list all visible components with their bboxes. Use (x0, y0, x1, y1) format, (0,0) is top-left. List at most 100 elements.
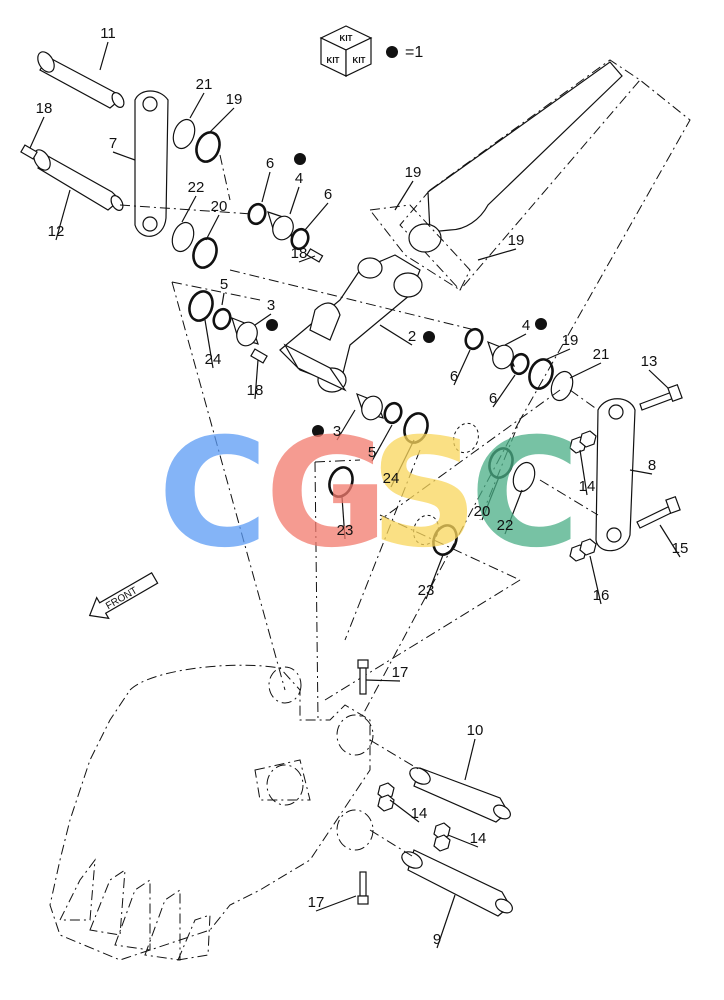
pin-12 (33, 149, 124, 211)
callout-4: 4 (522, 317, 530, 334)
bolt-13 (639, 383, 683, 411)
leader-line (209, 107, 235, 133)
callout-23: 23 (418, 582, 435, 599)
leader-line (189, 92, 205, 119)
leader-line (589, 555, 602, 605)
leader-line (254, 313, 272, 326)
leader-line (390, 439, 415, 488)
leader-line (371, 424, 393, 462)
leader-line (464, 738, 476, 781)
washer-21b (550, 370, 574, 402)
callout-21: 21 (196, 76, 213, 93)
leader-line (112, 151, 136, 161)
leader-line (221, 292, 225, 306)
callout-2: 2 (408, 328, 416, 345)
leader-line (55, 189, 71, 241)
callout-3: 3 (267, 297, 275, 314)
callout-14: 14 (411, 805, 428, 822)
leader-line (341, 496, 346, 540)
callout-15: 15 (672, 540, 689, 557)
leader-line (579, 449, 588, 496)
callout-23: 23 (337, 522, 354, 539)
callout-3: 3 (333, 423, 341, 440)
leader-line (492, 374, 516, 408)
kit-legend: KIT KIT KIT =1 (319, 25, 423, 77)
kit-bullet-3b (312, 425, 324, 437)
bore-hint-a (453, 422, 479, 454)
kit-bullet-icon (386, 46, 398, 58)
leader-line (205, 214, 220, 241)
callout-18: 18 (291, 245, 308, 262)
leader-line (336, 409, 356, 441)
leader-line (254, 359, 259, 400)
leader-line (394, 180, 414, 211)
leader-line (365, 679, 401, 682)
watermark-letter-c1: C (158, 407, 268, 581)
bushing-3a (231, 316, 259, 347)
bolt-17-bottom (357, 871, 369, 905)
callout-6: 6 (489, 390, 497, 407)
leader-line (453, 349, 471, 386)
oring-23b (432, 524, 458, 556)
nuts-16 (569, 538, 597, 562)
bushing-4b (487, 340, 515, 370)
leader-line (659, 524, 681, 558)
callout-7: 7 (109, 135, 117, 152)
arm-outline (369, 59, 691, 521)
callout-19: 19 (508, 232, 525, 249)
leader-line (29, 116, 45, 149)
leader-line (504, 333, 527, 346)
leader-line (544, 348, 571, 361)
front-arrow-text: FRONT (104, 585, 139, 612)
leader-line (504, 489, 523, 535)
oring-19 (195, 131, 221, 163)
callout-22: 22 (188, 179, 205, 196)
shim-5a (212, 307, 232, 331)
washer-21 (172, 118, 196, 150)
kit-top-text: KIT (340, 34, 353, 43)
callout-17: 17 (392, 664, 409, 681)
callout-6: 6 (266, 155, 274, 172)
leader-line (569, 362, 602, 379)
pin-10 (409, 767, 511, 823)
leader-line (204, 319, 214, 369)
watermark: C G S C (158, 407, 580, 581)
shim-6d (510, 352, 530, 376)
kit-bullet-2 (423, 331, 435, 343)
callout-18: 18 (36, 100, 53, 117)
grease-fitting-icon (20, 144, 38, 160)
callout-14: 14 (470, 830, 487, 847)
leader-line (315, 895, 357, 912)
bushing-4 (267, 211, 294, 241)
leader-line (481, 476, 500, 521)
callout-5: 5 (220, 276, 228, 293)
leader-line (436, 894, 456, 949)
leader-line (629, 469, 653, 475)
oring-23a (328, 466, 354, 498)
callout-19: 19 (562, 332, 579, 349)
callout-6: 6 (450, 368, 458, 385)
callout-21: 21 (593, 346, 610, 363)
callout-19: 19 (226, 91, 243, 108)
front-arrow-icon: FRONT (88, 571, 159, 620)
watermark-letter-g: G (265, 407, 388, 581)
link-8 (595, 398, 636, 552)
oring-24a (188, 290, 214, 322)
kit-right-text: KIT (353, 56, 366, 65)
callout-20: 20 (211, 198, 228, 215)
leader-line (181, 195, 197, 223)
callout-12: 12 (48, 223, 65, 240)
bore-hint-b (413, 514, 439, 546)
callout-8: 8 (648, 457, 656, 474)
bolt-17-top (357, 659, 369, 695)
callout-10: 10 (467, 722, 484, 739)
shim-6c (464, 327, 484, 351)
kit-legend-text: =1 (405, 44, 423, 61)
nuts-14-left (377, 782, 395, 812)
kit-bullet-4 (294, 153, 306, 165)
callout-24: 24 (383, 470, 400, 487)
grease-fitting-18c (250, 348, 268, 364)
shim-5b (383, 401, 403, 425)
watermark-letter-s: S (370, 407, 478, 581)
